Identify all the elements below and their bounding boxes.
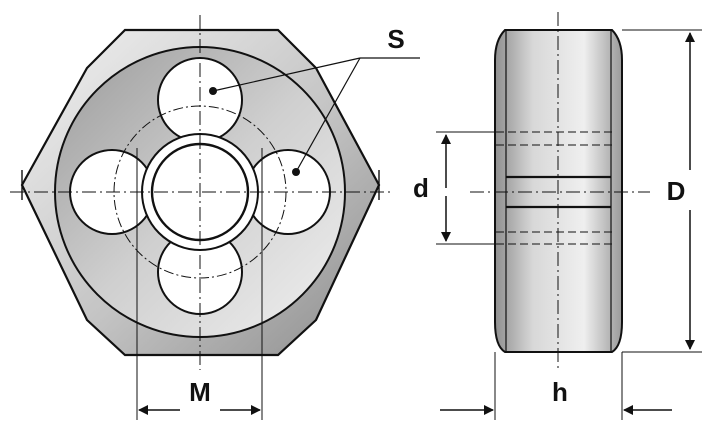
d-label: d [413, 173, 429, 203]
front-view: M [10, 15, 392, 420]
h-label: h [552, 377, 568, 407]
s-dot-top [209, 87, 217, 95]
m-label: M [189, 377, 211, 407]
s-leader-to-top-hole [212, 57, 361, 92]
s-callout: S [209, 24, 420, 176]
side-view: d D h [413, 12, 702, 420]
s-label: S [387, 24, 404, 54]
s-dot-right [292, 168, 300, 176]
big-d-label: D [667, 176, 686, 206]
s-leader-to-right-hole [295, 57, 361, 173]
